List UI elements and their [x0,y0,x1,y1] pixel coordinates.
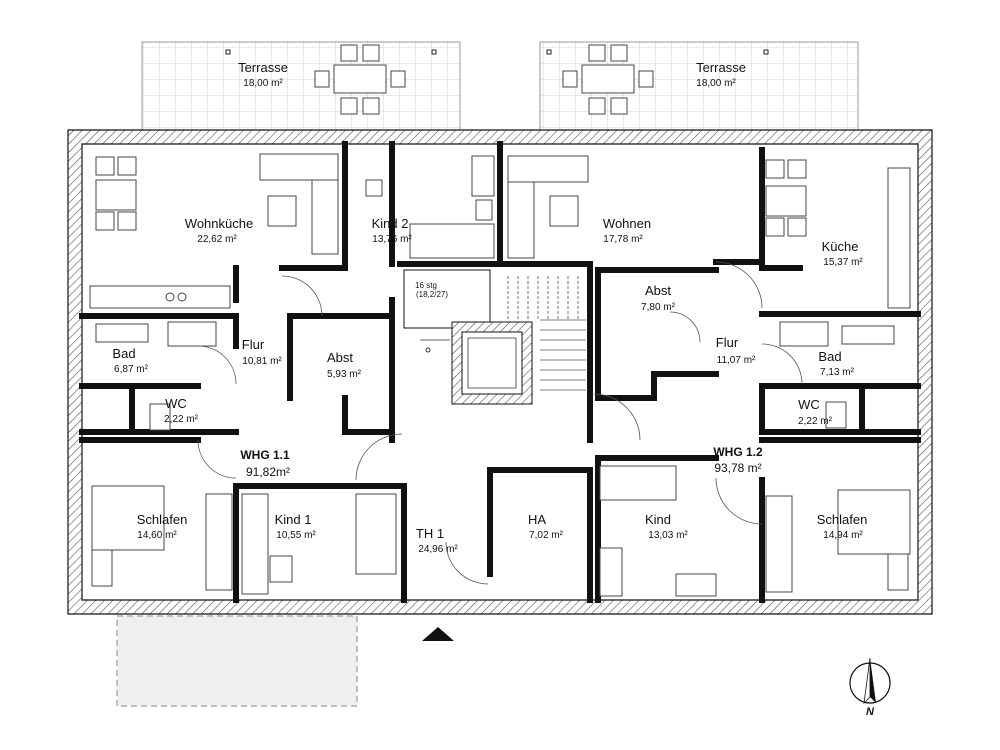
room-flur-right-area: 11,07 m² [716,355,756,366]
terrace-right-area: 18,00 m² [696,78,736,89]
room-abst-left-label: Abst [326,350,354,365]
room-wc-left-area: 2,22 m² [164,414,198,425]
room-schlafen-left-area: 14,60 m² [137,530,177,541]
terrace-left-label: Terrasse [238,60,288,75]
room-kind1-label: Kind 1 [274,512,312,527]
furniture [89,153,911,597]
interior-walls [79,141,921,603]
room-ha-area: 7,02 m² [529,530,563,541]
room-th1-label: TH 1 [415,526,445,541]
room-kueche-area: 15,37 m² [823,257,863,268]
room-schlafen-left-label: Schlafen [136,512,188,527]
room-bad-right-area: 7,13 m² [820,367,854,378]
room-flur-right-label: Flur [715,335,739,350]
room-kind2-label: Kind 2 [371,216,409,231]
stair-core [403,269,586,405]
room-wohnkueche-label: Wohnküche [184,216,254,231]
north-compass-icon [849,657,891,705]
unit-whg11-area: 91,82m² [245,465,291,479]
room-wc-right-label: WC [798,397,820,412]
room-abst-left-area: 5,93 m² [327,369,361,380]
exterior-walls [67,129,933,615]
unit-whg12-area: 93,78 m² [714,461,762,475]
unit-whg12-label: WHG 1.2 [713,445,763,459]
room-schlafen-right-label: Schlafen [816,512,868,527]
room-bad-left-label: Bad [112,346,136,361]
room-wc-left-label: WC [165,396,187,411]
entrance-arrow-icon [422,627,454,641]
terrace-right-label: Terrasse [696,60,746,75]
room-kind2-area: 13,76 m² [372,234,412,245]
room-kind1-area: 10,55 m² [276,530,316,541]
room-abst-right-label: Abst [644,283,672,298]
stair-steps-label: 16 stg [415,281,437,290]
room-wohnen-area: 17,78 m² [603,234,643,245]
north-label: N [866,706,874,718]
terrace-right [539,41,859,131]
room-abst-right-area: 7,80 m² [641,302,675,313]
terrace-left [141,41,461,131]
terrace-left-area: 18,00 m² [243,78,283,89]
stair-ratio-label: (18,2/27) [415,290,449,299]
room-kind-label: Kind [644,512,672,527]
unit-whg11-label: WHG 1.1 [240,448,290,462]
room-wohnen-label: Wohnen [602,216,652,231]
door-swings [197,261,803,585]
room-kueche-label: Küche [821,239,859,254]
room-wohnkueche-area: 22,62 m² [197,234,237,245]
room-wc-right-area: 2,22 m² [798,416,832,427]
dashed-outdoor-area [116,615,358,707]
room-flur-left-area: 10,81 m² [242,356,282,367]
room-bad-left-area: 6,87 m² [114,364,148,375]
room-flur-left-label: Flur [241,337,265,352]
room-th1-area: 24,96 m² [418,544,458,555]
room-ha-label: HA [527,512,547,527]
room-kind-area: 13,03 m² [648,530,688,541]
room-schlafen-right-area: 14,94 m² [823,530,863,541]
room-bad-right-label: Bad [818,349,842,364]
